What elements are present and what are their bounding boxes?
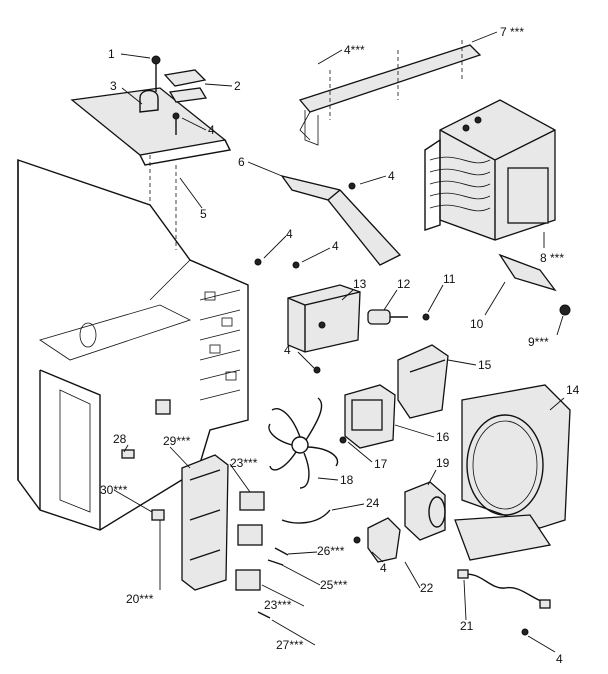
fan-housing (454, 384, 571, 561)
label-part-3: 3 (110, 79, 117, 93)
fan-motor-assembly (268, 344, 449, 489)
label-part-15: 15 (478, 358, 492, 372)
leader-lines (113, 31, 565, 653)
label-part-13: 13 (353, 277, 367, 291)
label-part-4: 4 (208, 123, 215, 137)
label-part-23: 23*** (230, 456, 258, 470)
label-part-10: 10 (470, 317, 484, 331)
label-part-12: 12 (397, 277, 411, 291)
air-duct (280, 174, 402, 266)
label-part-4: 4 (388, 169, 395, 183)
label-part-20: 20*** (126, 592, 154, 606)
label-part-4: 4 (380, 561, 387, 575)
switch-bracket (254, 258, 430, 374)
label-part-6: 6 (238, 155, 245, 169)
cabinet-chassis (17, 159, 249, 531)
door-switch-assembly (121, 449, 331, 619)
label-part-28: 28 (113, 432, 127, 446)
label-part-16: 16 (436, 430, 450, 444)
label-part-14: 14 (566, 383, 580, 397)
part-labels: 1 2 3 4 5 4*** 7 *** 6 4 8 *** 4 4 13 12… (100, 25, 580, 666)
top-plate-assembly (70, 55, 232, 250)
label-part-4: 4 (286, 227, 293, 241)
label-part-4: 4 (284, 343, 291, 357)
label-part-25: 25*** (320, 578, 348, 592)
label-part-30: 30*** (100, 483, 128, 497)
label-part-1: 1 (108, 47, 115, 61)
label-part-26: 26*** (317, 544, 345, 558)
label-part-17: 17 (374, 457, 388, 471)
motor-and-harness (353, 481, 551, 636)
transformer-bracket (498, 253, 571, 316)
label-part-23: 23*** (264, 598, 292, 612)
label-part-27: 27*** (276, 638, 304, 652)
label-part-8: 8 *** (540, 251, 564, 265)
label-part-19: 19 (436, 456, 450, 470)
label-part-5: 5 (200, 207, 207, 221)
label-part-29: 29*** (163, 434, 191, 448)
label-part-21: 21 (460, 619, 474, 633)
label-part-2: 2 (234, 79, 241, 93)
label-part-9: 9*** (528, 335, 549, 349)
label-part-22: 22 (420, 581, 434, 595)
label-part-4: 4*** (344, 43, 365, 57)
label-part-4: 4 (332, 239, 339, 253)
label-part-4: 4 (556, 652, 563, 666)
label-part-11: 11 (443, 272, 456, 286)
label-part-18: 18 (340, 473, 354, 487)
transformer-assembly (298, 40, 556, 241)
label-part-7: 7 *** (500, 25, 524, 39)
label-part-24: 24 (366, 496, 380, 510)
